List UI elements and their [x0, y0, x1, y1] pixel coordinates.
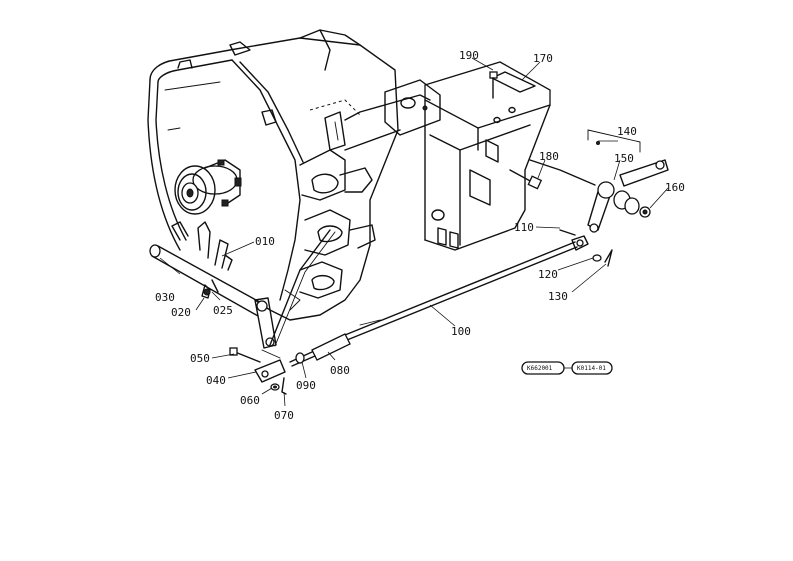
- label-160: 160: [665, 181, 685, 194]
- part-labels: 010 020 025 030 040 050 060 070 080 090 …: [155, 49, 685, 422]
- turnbuckle-assembly: [229, 333, 351, 395]
- reference-codes: K662001 K0114-01: [521, 361, 613, 375]
- leader-lines: [159, 57, 669, 407]
- label-020: 020: [171, 306, 191, 319]
- label-030: 030: [155, 291, 175, 304]
- label-025: 025: [213, 304, 233, 317]
- label-170: 170: [533, 52, 553, 65]
- upper-lever-assembly: [529, 129, 669, 233]
- label-040: 040: [206, 374, 226, 387]
- label-150: 150: [614, 152, 634, 165]
- label-180: 180: [539, 150, 559, 163]
- label-130: 130: [548, 290, 568, 303]
- bearing-hub: [174, 159, 242, 215]
- link-wire: [261, 349, 281, 359]
- bolt-190: [489, 71, 498, 99]
- label-190: 190: [459, 49, 479, 62]
- main-rod: [344, 229, 613, 341]
- transmission-housing: [147, 29, 399, 321]
- label-060: 060: [240, 394, 260, 407]
- label-070: 070: [274, 409, 294, 422]
- inner-link: [269, 229, 331, 346]
- label-050: 050: [190, 352, 210, 365]
- reference-code-1: K662001: [527, 365, 553, 372]
- label-140: 140: [617, 125, 637, 138]
- reference-code-2: K0114-01: [577, 365, 606, 372]
- label-100: 100: [451, 325, 471, 338]
- label-080: 080: [330, 364, 350, 377]
- mount-bracket: [344, 61, 551, 251]
- bolt-180: [509, 169, 543, 190]
- label-110: 110: [514, 221, 534, 234]
- label-010: 010: [255, 235, 275, 248]
- label-090: 090: [296, 379, 316, 392]
- label-120: 120: [538, 268, 558, 281]
